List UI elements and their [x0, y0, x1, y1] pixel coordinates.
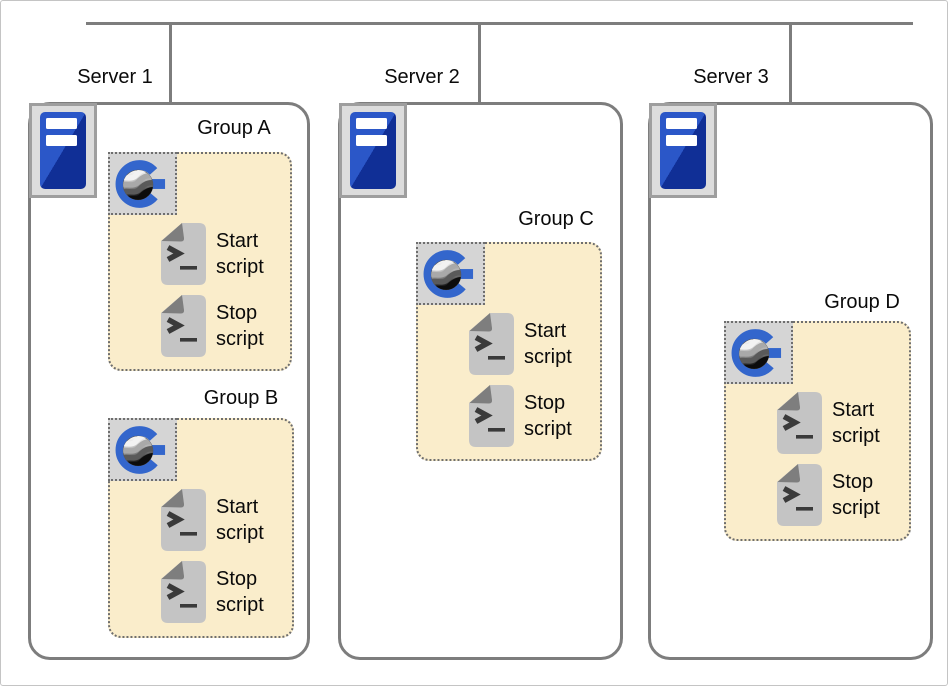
group-b-box: Start script Stop script	[108, 418, 294, 638]
script-label: Stop script	[832, 471, 880, 519]
group-a-box: Start script Stop script	[108, 152, 292, 371]
g-globe-logo-icon	[724, 321, 793, 384]
group-d-label: Group D	[824, 291, 900, 313]
script-rows: Start script Stop script	[160, 222, 300, 358]
server-3-label: Server 3	[693, 66, 769, 88]
start-script-item: Start script	[160, 222, 300, 286]
server-1-label: Server 1	[77, 66, 153, 88]
shell-script-icon	[160, 222, 207, 286]
start-script-item: Start script	[160, 488, 300, 552]
script-label: Stop script	[524, 392, 572, 440]
shell-script-icon	[468, 312, 515, 376]
server-2-connector-line	[478, 24, 481, 103]
shell-script-icon	[160, 488, 207, 552]
g-globe-logo-icon	[108, 152, 177, 215]
start-script-item: Start script	[776, 391, 916, 455]
shell-script-icon	[776, 463, 823, 527]
group-c-box: Start script Stop script	[416, 242, 602, 461]
server-3-connector-line	[789, 24, 792, 103]
server-1-connector-line	[169, 24, 172, 103]
server-tower-icon	[649, 103, 717, 198]
group-c-label: Group C	[518, 208, 594, 230]
script-label: Start script	[216, 496, 264, 544]
shell-script-icon	[468, 384, 515, 448]
script-label: Stop script	[216, 302, 264, 350]
group-a-label: Group A	[197, 117, 271, 139]
script-rows: Start script Stop script	[776, 391, 916, 527]
network-bus-line	[86, 22, 913, 25]
stop-script-item: Stop script	[468, 384, 608, 448]
script-label: Start script	[832, 399, 880, 447]
shell-script-icon	[776, 391, 823, 455]
script-label: Start script	[216, 230, 264, 278]
start-script-item: Start script	[468, 312, 608, 376]
stop-script-item: Stop script	[776, 463, 916, 527]
g-globe-logo-icon	[108, 418, 177, 481]
script-label: Stop script	[216, 568, 264, 616]
group-d-box: Start script Stop script	[724, 321, 911, 541]
group-b-label: Group B	[203, 387, 279, 409]
g-globe-logo-icon	[416, 242, 485, 305]
server-tower-icon	[339, 103, 407, 198]
shell-script-icon	[160, 294, 207, 358]
server-tower-icon	[29, 103, 97, 198]
shell-script-icon	[160, 560, 207, 624]
script-rows: Start script Stop script	[160, 488, 300, 624]
stop-script-item: Stop script	[160, 294, 300, 358]
stop-script-item: Stop script	[160, 560, 300, 624]
script-label: Start script	[524, 320, 572, 368]
script-rows: Start script Stop script	[468, 312, 608, 448]
server-2-label: Server 2	[384, 66, 460, 88]
